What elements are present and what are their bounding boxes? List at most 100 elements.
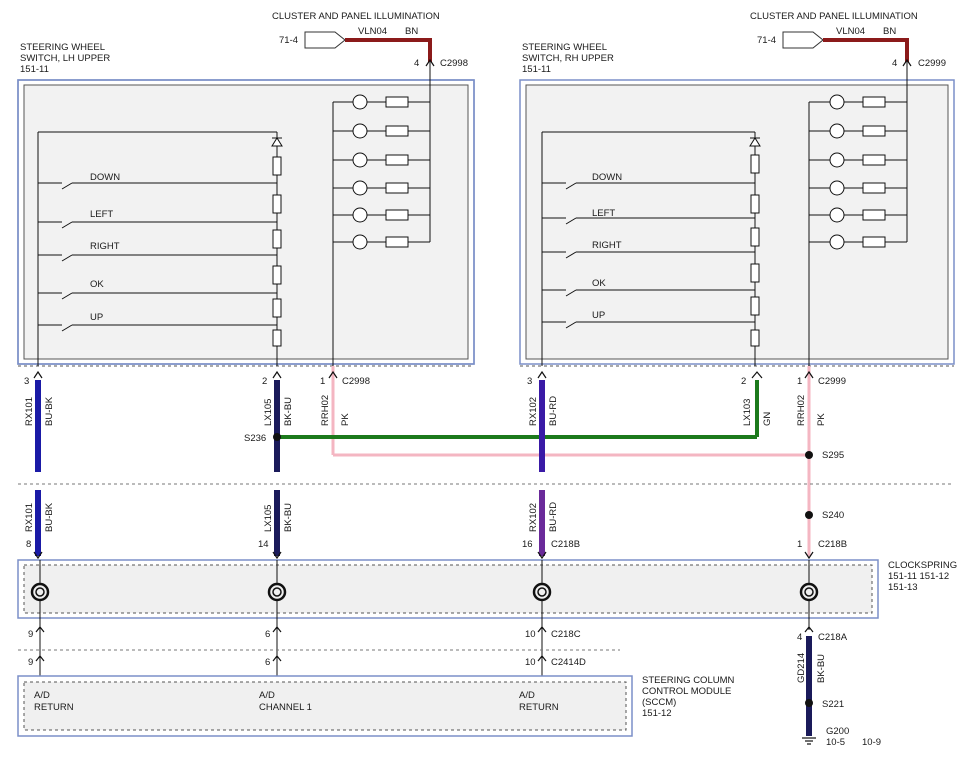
svg-text:10: 10	[525, 629, 536, 640]
svg-text:BU-RD: BU-RD	[548, 396, 559, 426]
svg-text:SWITCH, RH UPPER: SWITCH, RH UPPER	[522, 53, 614, 64]
splice-s295	[805, 451, 813, 459]
lh-label-left: LEFT	[90, 209, 113, 220]
svg-text:RETURN: RETURN	[34, 702, 74, 713]
svg-text:16: 16	[522, 539, 533, 550]
lh-label-right: RIGHT	[90, 241, 120, 252]
svg-text:6: 6	[265, 657, 270, 668]
splice-s236	[273, 433, 281, 441]
svg-text:151-11: 151-11	[20, 64, 49, 75]
svg-text:RX102: RX102	[528, 503, 539, 532]
svg-text:BU-BK: BU-BK	[44, 396, 55, 426]
svg-text:10-5: 10-5	[826, 737, 845, 748]
svg-text:LX105: LX105	[263, 399, 274, 426]
connector-ref-rh	[782, 31, 824, 49]
circuit-vln04-lh: VLN04	[358, 26, 387, 37]
lh-label-ok: OK	[90, 279, 104, 290]
connector-c218b-lh: C218B	[551, 539, 580, 550]
pin-4-lh: 4	[414, 58, 419, 69]
connector-c218c: C218C	[551, 629, 581, 640]
clockspring-title: CLOCKSPRING	[888, 560, 957, 571]
svg-text:151-11 151-12: 151-11 151-12	[888, 571, 949, 582]
wire-rx102-upper	[539, 380, 545, 472]
rh-led-array	[809, 94, 907, 250]
svg-text:151-13: 151-13	[888, 582, 918, 593]
svg-text:3: 3	[24, 376, 29, 387]
svg-text:RX102: RX102	[528, 397, 539, 426]
sccm-title: STEERING COLUMN	[642, 675, 735, 686]
connector-c2998-top: C2998	[440, 58, 468, 69]
svg-text:PK: PK	[816, 413, 827, 426]
svg-text:(SCCM): (SCCM)	[642, 697, 676, 708]
pin-4-rh: 4	[892, 58, 897, 69]
svg-text:9: 9	[28, 629, 33, 640]
svg-text:RETURN: RETURN	[519, 702, 559, 713]
ground-icon	[802, 737, 816, 745]
lh-switch-title: STEERING WHEEL	[20, 42, 105, 53]
svg-text:GD214: GD214	[796, 653, 807, 683]
svg-text:SWITCH, LH UPPER: SWITCH, LH UPPER	[20, 53, 110, 64]
svg-text:LX103: LX103	[742, 399, 753, 426]
connector-c218b-rh: C218B	[818, 539, 847, 550]
svg-text:10: 10	[525, 657, 536, 668]
rh-label-right: RIGHT	[592, 240, 622, 251]
connector-c2414d: C2414D	[551, 657, 586, 668]
svg-text:14: 14	[258, 539, 269, 550]
illum-title-rh: CLUSTER AND PANEL ILLUMINATION	[750, 11, 918, 22]
svg-text:8: 8	[26, 539, 31, 550]
svg-text:BK-BU: BK-BU	[283, 503, 294, 532]
sccm-pin-ad-return-2: A/D	[519, 690, 535, 701]
svg-text:LX105: LX105	[263, 505, 274, 532]
svg-text:4: 4	[797, 632, 802, 643]
svg-text:BU-BK: BU-BK	[44, 502, 55, 532]
label-s295: S295	[822, 450, 844, 461]
connector-c218a: C218A	[818, 632, 848, 643]
svg-text:2: 2	[262, 376, 267, 387]
illum-title-lh: CLUSTER AND PANEL ILLUMINATION	[272, 11, 440, 22]
lh-label-down: DOWN	[90, 172, 120, 183]
rh-label-left: LEFT	[592, 208, 615, 219]
svg-text:1: 1	[797, 539, 802, 550]
svg-text:CONTROL MODULE: CONTROL MODULE	[642, 686, 731, 697]
svg-text:1: 1	[797, 376, 802, 387]
ref-lh: 71-4	[279, 35, 298, 46]
lh-led-array	[333, 94, 430, 250]
wire-rx101-lower	[35, 490, 41, 556]
sccm-pin-ad-channel-1: A/D	[259, 690, 275, 701]
connector-c2998: C2998	[342, 376, 370, 387]
svg-text:RRH02: RRH02	[320, 395, 331, 426]
svg-text:RX101: RX101	[24, 397, 35, 426]
ref-rh: 71-4	[757, 35, 776, 46]
svg-text:3: 3	[527, 376, 532, 387]
wire-rx102-lower	[539, 490, 545, 556]
connector-c2999-top: C2999	[918, 58, 946, 69]
rh-label-up: UP	[592, 310, 605, 321]
connector-c2999: C2999	[818, 376, 846, 387]
color-bn-rh: BN	[883, 26, 896, 37]
lh-label-up: UP	[90, 312, 103, 323]
svg-text:6: 6	[265, 629, 270, 640]
rh-label-ok: OK	[592, 278, 606, 289]
svg-text:PK: PK	[340, 413, 351, 426]
svg-text:1: 1	[320, 376, 325, 387]
label-s236: S236	[244, 433, 266, 444]
connector-ref-lh	[304, 31, 346, 49]
svg-text:2: 2	[741, 376, 746, 387]
svg-text:GN: GN	[762, 412, 773, 426]
svg-text:BK-BU: BK-BU	[816, 654, 827, 683]
svg-text:CHANNEL 1: CHANNEL 1	[259, 702, 312, 713]
svg-text:9: 9	[28, 657, 33, 668]
color-bn-lh: BN	[405, 26, 418, 37]
sccm-pin-ad-return-1: A/D	[34, 690, 50, 701]
wire-rx101-upper	[35, 380, 41, 472]
ground-g200: G200	[826, 726, 849, 737]
svg-text:10-9: 10-9	[862, 737, 881, 748]
wire-lx105-upper	[274, 380, 280, 472]
label-s221: S221	[822, 699, 844, 710]
svg-text:RRH02: RRH02	[796, 395, 807, 426]
svg-text:151-11: 151-11	[522, 64, 551, 75]
svg-text:BU-RD: BU-RD	[548, 502, 559, 532]
svg-text:151-12: 151-12	[642, 708, 672, 719]
